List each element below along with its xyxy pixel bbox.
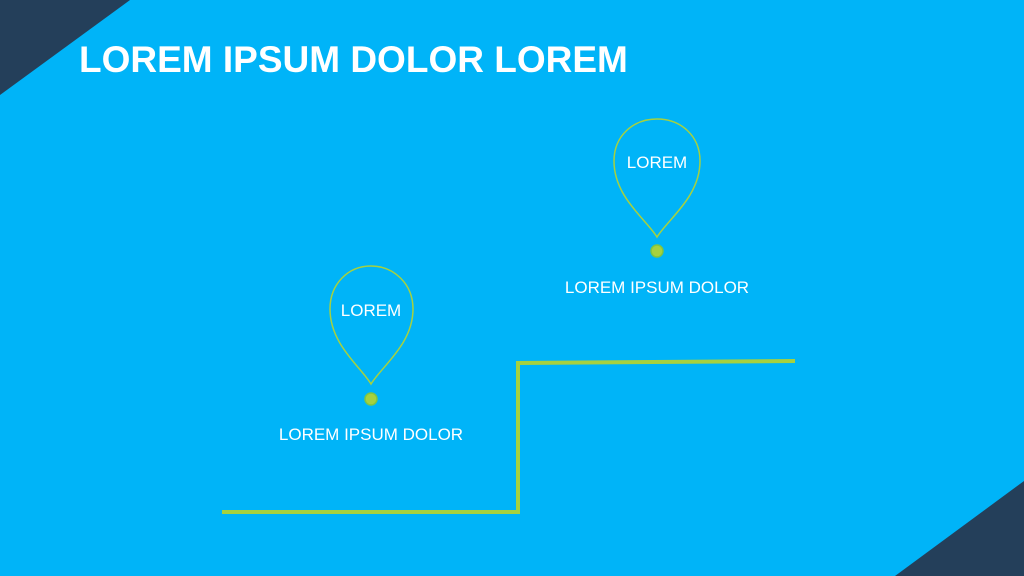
corner-bottom-right-triangle (895, 481, 1024, 576)
corner-top-left-triangle (0, 0, 130, 95)
pin-point-dot (364, 392, 378, 406)
pin-caption: LOREM IPSUM DOLOR (278, 425, 464, 444)
slide-title: LOREM IPSUM DOLOR LOREM (79, 39, 628, 80)
map-pin-icon (613, 118, 701, 239)
pin-label: LOREM (626, 153, 688, 172)
pin-point-dot (650, 244, 664, 258)
step-line (222, 359, 796, 514)
map-pin-icon (329, 265, 414, 386)
pin-label: LOREM (340, 301, 402, 320)
pin-caption: LOREM IPSUM DOLOR (564, 278, 750, 297)
